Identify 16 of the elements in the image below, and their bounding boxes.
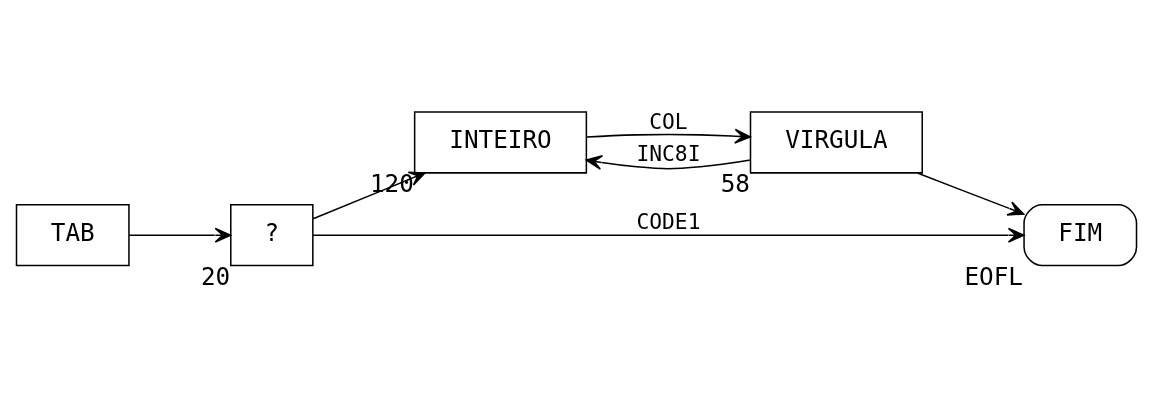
edge-label: INC8I (636, 140, 701, 166)
node-label: 58 (720, 168, 750, 198)
edge-label: CODE1 (636, 208, 701, 234)
edge-label: COL (649, 108, 688, 134)
arrow (585, 154, 752, 170)
node-box: VIRGULA (749, 110, 923, 174)
node-label: 20 (200, 261, 231, 291)
node-box: FIM (1023, 203, 1138, 266)
arrow (128, 227, 232, 243)
node-box: ? (230, 203, 314, 266)
arrow (916, 171, 1025, 216)
node-label: EOFL (964, 261, 1023, 291)
node-box: TAB (15, 203, 130, 266)
arrow (585, 128, 751, 144)
node-box: INTEIRO (413, 110, 588, 174)
arrow (312, 227, 1025, 243)
